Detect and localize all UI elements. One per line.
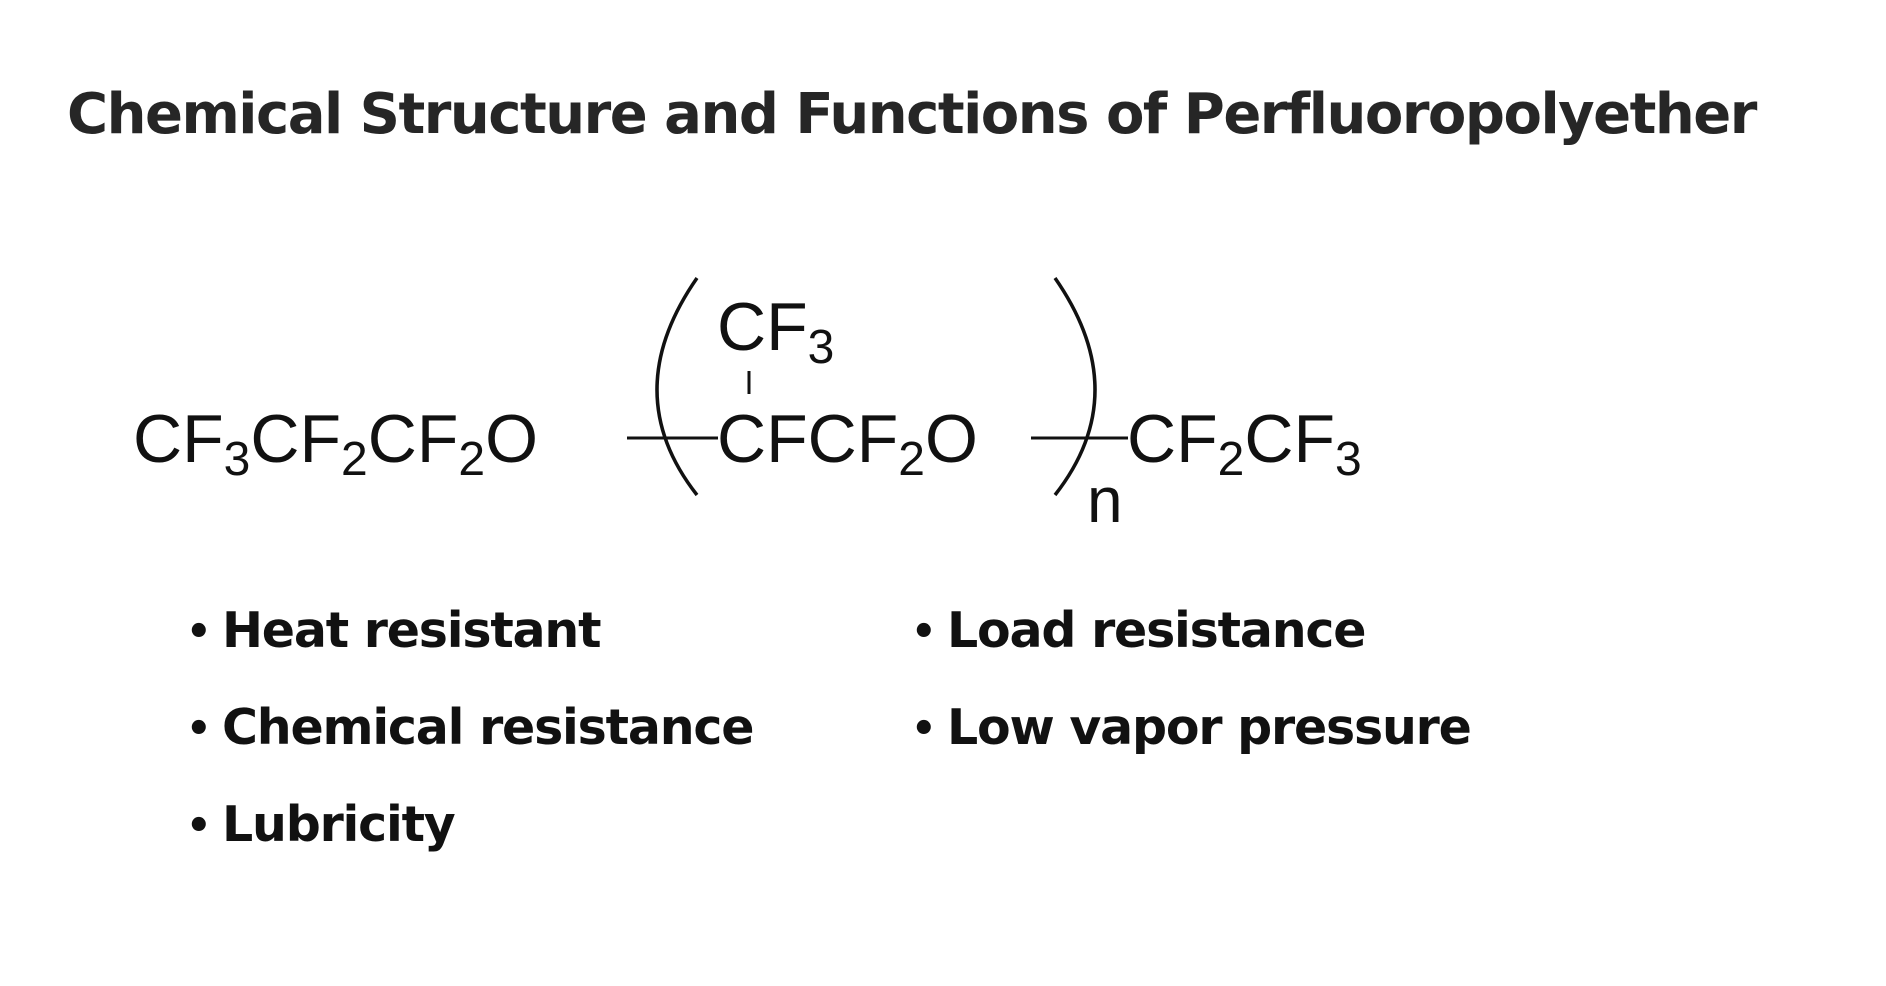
repeat-count: n (1087, 464, 1123, 536)
properties-list-left: •Heat resistant •Chemical resistance •Lu… (186, 598, 754, 889)
property-item-lubricity: •Lubricity (186, 792, 753, 889)
property-label: Chemical resistance (222, 699, 754, 756)
right-bracket (1053, 277, 1097, 497)
property-label: Heat resistant (222, 602, 602, 659)
bullet-dot: • (186, 803, 212, 849)
left-bracket (655, 277, 699, 497)
bullet-dot: • (911, 609, 937, 655)
property-label: Low vapor pressure (947, 699, 1472, 756)
bullet-dot: • (186, 609, 212, 655)
bullet-dot: • (911, 706, 937, 752)
end-group-left: CF3CF2CF2O (133, 401, 538, 486)
property-item-load-resistance: •Load resistance (911, 598, 1471, 695)
formula-text-group: CF3CF2CF2O CF3 CFCF2O n CF2CF3 (133, 289, 1362, 536)
property-label: Lubricity (222, 796, 456, 853)
bullet-dot: • (186, 706, 212, 752)
repeat-unit: CFCF2O (717, 401, 978, 486)
properties-list-right: •Load resistance •Low vapor pressure (911, 598, 1472, 792)
property-label: Load resistance (947, 602, 1366, 659)
end-group-right: CF2CF3 (1127, 401, 1362, 486)
property-item-chemical-resistance: •Chemical resistance (186, 695, 754, 792)
page-title: Chemical Structure and Functions of Perf… (67, 82, 1757, 147)
property-item-heat-resistant: •Heat resistant (186, 598, 753, 695)
property-item-low-vapor-pressure: •Low vapor pressure (911, 695, 1472, 792)
branch-group: CF3 (717, 289, 834, 374)
